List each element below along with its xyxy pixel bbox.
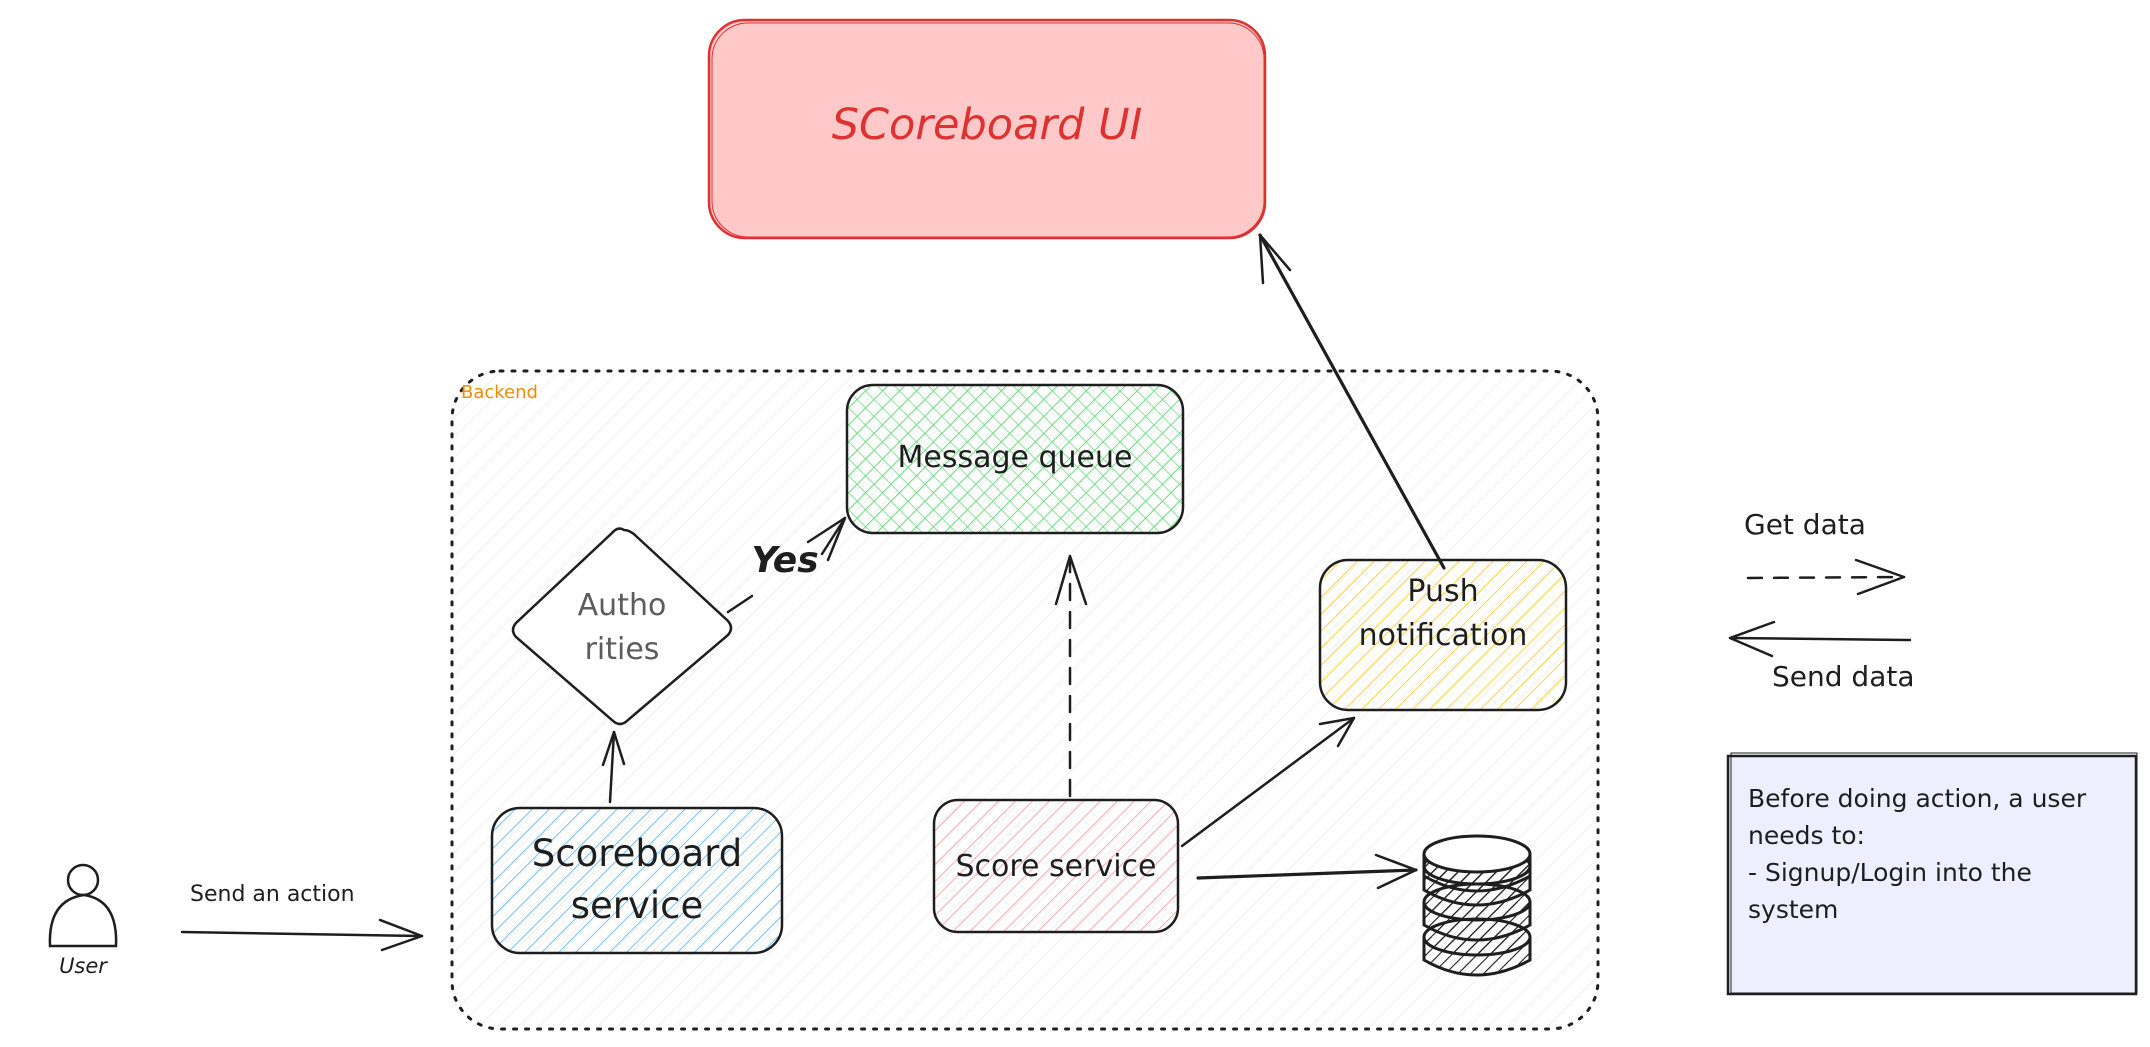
push-notification-box [1318, 558, 1568, 712]
scoreboard-ui-label: SCoreboard UI [831, 100, 1143, 150]
database-icon [1422, 834, 1532, 977]
send-action-label: Send an action [190, 882, 355, 907]
arrow-push-to-ui [1258, 233, 1446, 570]
arrow-service-to-authorities [608, 730, 616, 804]
scoreboard-service-label-line2: service [570, 884, 704, 927]
arrow-authorities-to-queue [726, 594, 754, 614]
yes-label: Yes [751, 540, 819, 581]
user-label: User [59, 954, 107, 978]
message-queue-box [845, 383, 1185, 535]
arrow-score-to-push [1180, 716, 1356, 848]
scoreboard-ui-box [707, 18, 1267, 240]
legend-send-data-arrow [1728, 636, 1912, 642]
backend-label: Backend [461, 382, 538, 403]
scoreboard-service-label-line1: Scoreboard [531, 832, 743, 875]
score-service-label: Score service [955, 849, 1157, 884]
arrow-user-to-backend [180, 930, 424, 938]
score-service-box [932, 798, 1180, 934]
message-queue-label: Message queue [897, 440, 1133, 475]
legend-send-data-label: Send data [1772, 660, 1915, 693]
authorities-label-line2: rities [584, 632, 660, 667]
authorities-diamond [511, 527, 733, 726]
note-text: Before doing action, a user needs to: - … [1748, 784, 2087, 924]
user-icon [48, 863, 118, 948]
authorities-label-line1: Autho [577, 588, 667, 623]
arrow-score-to-database [1196, 868, 1418, 880]
legend-get-data-arrow [1746, 575, 1906, 580]
push-notification-label-line1: Push [1407, 574, 1479, 609]
legend-get-data-label: Get data [1744, 508, 1866, 541]
note-box [1726, 754, 2138, 996]
push-notification-label-line2: notification [1358, 618, 1528, 653]
scoreboard-service-box [490, 806, 784, 955]
